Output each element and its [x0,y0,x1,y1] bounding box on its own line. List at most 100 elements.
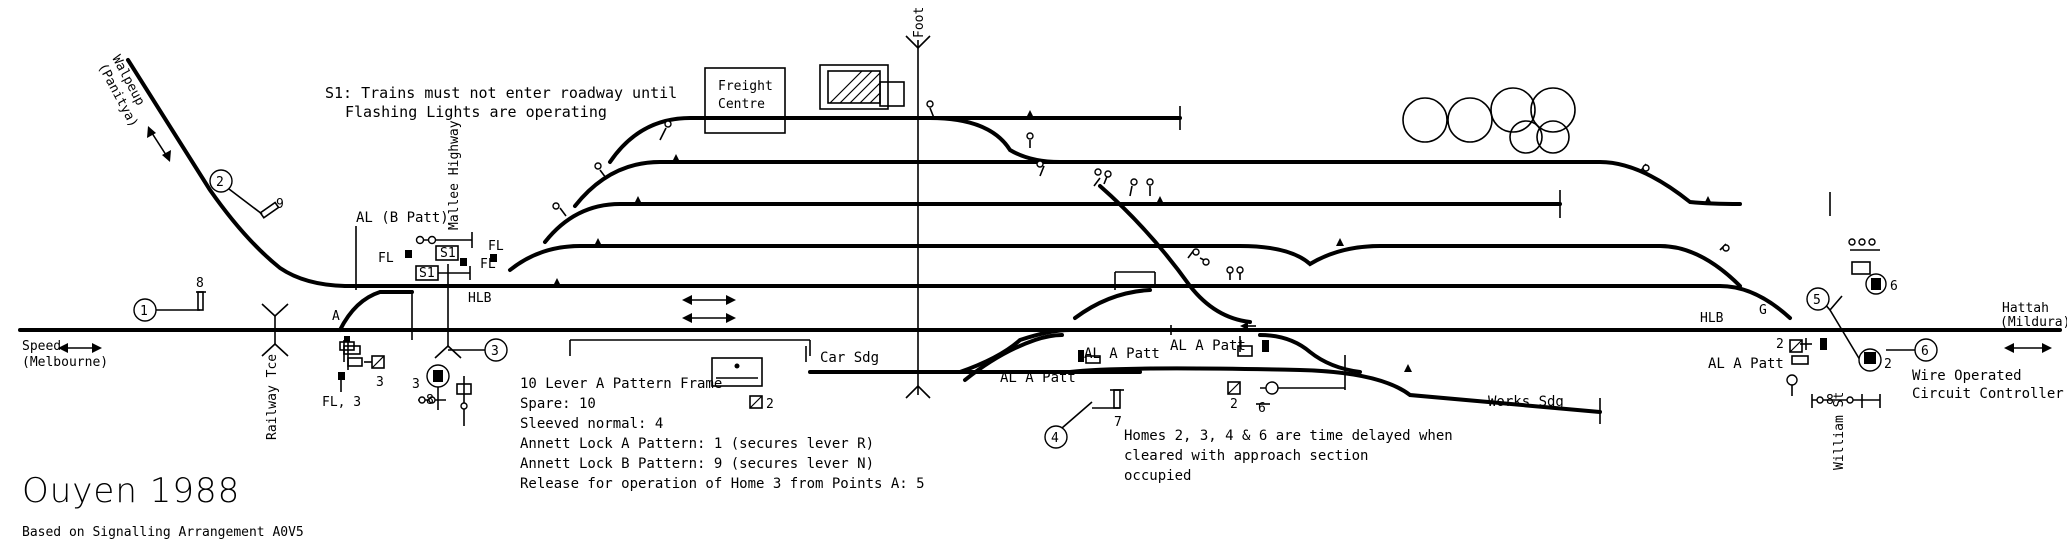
silos [1402,87,1576,154]
east-crossover [1073,288,1152,320]
flashing-light-east [490,254,497,262]
lever-9-number: 9 [276,197,284,212]
lever-1-number: 1 [140,304,148,319]
fl-label-west: FL [378,251,394,266]
footbridge-bottom [905,384,931,399]
points-a-turnout [338,290,414,332]
diagonal-crossover [1098,184,1252,324]
frame-note-1: 10 Lever A Pattern Frame [520,376,722,392]
william-st-label: William St [1832,392,1847,470]
lever-2-marker [209,169,280,219]
frame-icon [711,357,763,387]
signal-east-lever-2: 2 [1776,337,1784,352]
frame-note-4: Annett Lock A Pattern: 1 (secures lever … [520,436,874,452]
trap-point-markers [553,110,1712,372]
signal-group-centre [1078,322,1279,405]
car-siding-label: Car Sdg [820,350,879,366]
frame-note-2: Spare: 10 [520,396,596,412]
homes-note-3: occupied [1124,468,1191,484]
lever-7-marker [1092,389,1124,409]
al-a-patt-label-3: AL A Patt [1170,338,1246,354]
points-g-label: G [1759,303,1767,318]
walpeup-direction-arrow [147,126,171,162]
page-subtitle: Based on Signalling Arrangement A0V5 [22,525,304,540]
goods-shed [819,64,905,110]
freight-centre-line2: Centre [718,97,765,112]
lever-2-number: 2 [216,175,224,190]
homes-note-2: cleared with approach section [1124,448,1368,464]
destination-left-line2: (Melbourne) [22,355,108,370]
signal-east-lever-8: 8 [1826,393,1834,408]
works-siding-label: Works Sdg [1488,394,1564,410]
lever-5-marker [1806,287,1830,311]
mallee-hwy-label: Mallee Highway [447,120,462,230]
hlb-label-west: HLB [468,291,492,306]
freight-centre-line1: Freight [718,79,773,94]
signal-west-lever-3: 3 [376,375,384,390]
frame-note-6: Release for operation of Home 3 from Poi… [520,476,925,492]
freight-road [608,116,1182,164]
destination-right-line2: (Mildura) [2000,315,2067,330]
frame-box [569,339,811,356]
direction-arrow-left [58,343,102,353]
lever-4-number: 4 [1051,431,1059,446]
fl-label-east: FL [488,239,504,254]
mallee-hwy-crossing [434,264,462,359]
points-a-label: A [332,309,340,324]
frame-lever-2-number: 2 [766,397,774,412]
lever-6-number: 6 [1921,344,1929,359]
direction-arrow-right [2004,343,2052,353]
signal-east-lever-2b: 2 [1884,357,1892,372]
lever-3-number: 3 [491,344,499,359]
al-a-patt-label-2: AL A Patt [1084,346,1160,362]
lever-4-marker [1044,401,1093,449]
flashing-light-west [405,250,412,258]
note-s1-line1: S1: Trains must not enter roadway until [325,84,677,102]
frame-note-3: Sleeved normal: 4 [520,416,663,432]
road-2 [573,160,1742,208]
al-a-patt-label-1: AL A Patt [1000,370,1076,386]
signal-centre-lever-2: 2 [1230,397,1238,412]
yard-ground-signals [552,100,1730,280]
loop-hlb [343,284,1792,320]
s1-box-upper [435,245,459,261]
works-turnout [1258,333,1362,374]
wire-controller-line2: Circuit Controller [1912,386,2064,402]
freight-road-east [928,116,1062,164]
lever-8-number: 8 [196,276,204,291]
flashing-light-fl3 [338,372,345,380]
freight-centre-building [704,67,786,134]
s1-label-upper: S1 [440,246,456,261]
car-siding-turnout [958,328,1072,374]
flashing-light-centre [460,258,467,266]
s1-label-lower: S1 [419,266,435,281]
hlb-label-east: HLB [1700,311,1724,326]
lever-1-marker [133,291,206,322]
railway-tce-crossing [261,303,289,357]
foot-label: Foot [912,7,927,38]
note-s1-line2: Flashing Lights are operating [345,103,607,121]
al-b-patt-label: AL (B Patt) [356,210,449,226]
signal-group-west [343,336,472,426]
railway-tce-label: Railway Tce [265,354,280,440]
walpeup-branch [126,58,347,288]
frame-lever-2 [749,395,763,409]
signal-east-lever-6: 6 [1890,279,1898,294]
frame-note-5: Annett Lock B Pattern: 9 (secures lever … [520,456,874,472]
lever-6-marker [1886,338,1938,362]
signal-west-lever-3b: 3 [412,377,420,392]
signal-west-lever-8: 8 [426,393,434,408]
fl3-label: FL, 3 [322,395,361,410]
footbridge-top [905,35,931,50]
works-siding [1068,366,1602,414]
lever-7-number: 7 [1114,415,1122,430]
destination-left-line1: Speed [22,339,61,354]
signal-group-east [1786,238,1887,408]
signal-centre-lever-6: 6 [1258,401,1266,416]
road-3 [543,202,1562,244]
lever-3-marker [448,338,508,362]
road-4 [508,244,1742,288]
points-a-detector [339,336,355,362]
al-a-patt-label-4: AL A Patt [1708,356,1784,372]
